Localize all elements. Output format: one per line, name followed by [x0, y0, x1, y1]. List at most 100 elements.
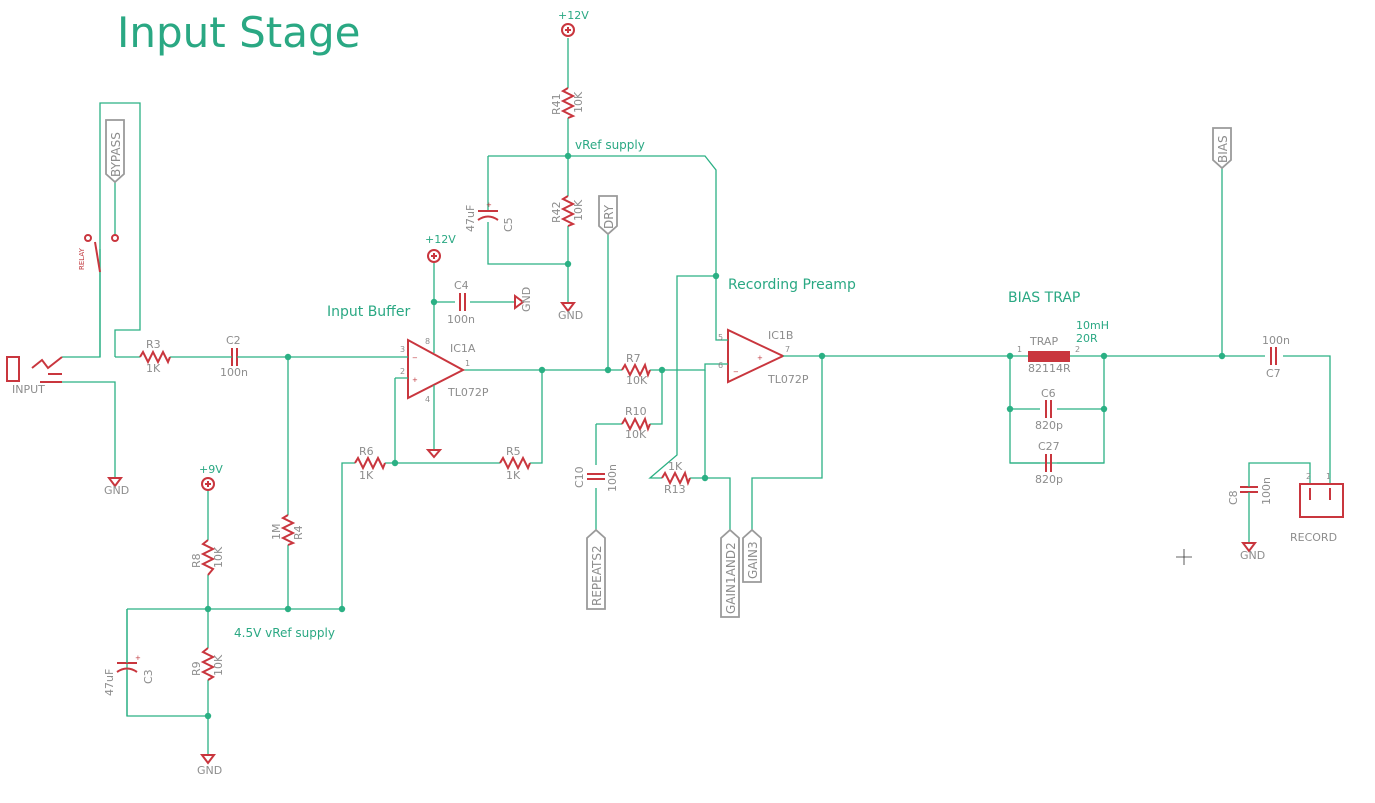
svg-text:+: +	[412, 376, 418, 384]
resistor-r5: R5 1K	[499, 445, 531, 482]
opamp-ic1b: + − 5 6 7 IC1B TL072P	[718, 328, 809, 386]
svg-text:820p: 820p	[1035, 473, 1063, 486]
gnd-ic1a	[425, 449, 443, 459]
resistor-r13: 1K R13	[661, 460, 691, 496]
svg-text:C3: C3	[142, 669, 155, 684]
svg-text:C2: C2	[226, 334, 241, 347]
svg-text:10K: 10K	[212, 546, 225, 568]
svg-text:6: 6	[718, 361, 723, 370]
svg-text:1: 1	[1017, 345, 1022, 354]
resistor-r4: 1M R4	[270, 514, 305, 546]
svg-text:10K: 10K	[572, 91, 585, 113]
svg-text:820p: 820p	[1035, 419, 1063, 432]
capacitor-c6: C6 820p	[1035, 387, 1063, 432]
resistor-r7: R7 10K	[621, 352, 651, 387]
svg-text:DRY: DRY	[602, 204, 616, 229]
svg-text:+12V: +12V	[425, 233, 456, 246]
label-vref-supply: vRef supply	[575, 138, 645, 152]
capacitor-c3: + 47uF C3	[103, 609, 155, 716]
svg-text:TL072P: TL072P	[447, 386, 489, 399]
svg-text:47uF: 47uF	[103, 669, 116, 696]
svg-text:GND: GND	[520, 287, 533, 312]
gnd-bottom: GND	[197, 754, 222, 777]
svg-text:1K: 1K	[146, 362, 161, 375]
port-dry: DRY	[598, 195, 618, 236]
svg-text:2: 2	[1306, 472, 1311, 481]
svg-text:R10: R10	[625, 405, 647, 418]
resistor-r9: R9 10K	[190, 647, 225, 681]
gnd-input: GND	[104, 477, 129, 497]
svg-text:R3: R3	[146, 338, 161, 351]
svg-text:100n: 100n	[1260, 477, 1273, 505]
wires	[62, 38, 1331, 755]
svg-text:R9: R9	[190, 661, 203, 676]
svg-text:IC1A: IC1A	[450, 342, 476, 355]
label-input-buffer: Input Buffer	[327, 304, 410, 320]
svg-text:C7: C7	[1266, 367, 1281, 380]
svg-text:IC1B: IC1B	[768, 329, 793, 342]
svg-text:+9V: +9V	[199, 463, 223, 476]
junctions	[204, 152, 1226, 720]
capacitor-c27: C27 820p	[1035, 440, 1063, 486]
opamp-ic1a: − + 3 2 8 4 1 IC1A TL072P	[395, 337, 489, 404]
svg-text:10K: 10K	[626, 374, 648, 387]
capacitor-c7: 100n C7	[1262, 334, 1290, 380]
svg-text:R13: R13	[664, 483, 686, 496]
svg-text:−: −	[733, 368, 739, 376]
svg-text:GND: GND	[104, 484, 129, 497]
label-recording-preamp: Recording Preamp	[728, 277, 856, 293]
svg-text:10K: 10K	[572, 199, 585, 221]
page-title: Input Stage	[117, 8, 360, 57]
svg-text:7: 7	[785, 345, 790, 354]
svg-text:BYPASS: BYPASS	[109, 132, 123, 177]
svg-text:GAIN3: GAIN3	[746, 541, 760, 579]
svg-text:TRAP: TRAP	[1029, 335, 1058, 348]
svg-text:5: 5	[718, 333, 723, 342]
svg-text:C27: C27	[1038, 440, 1060, 453]
svg-text:RECORD: RECORD	[1290, 531, 1337, 544]
svg-text:82114R: 82114R	[1028, 362, 1071, 375]
svg-text:GND: GND	[1240, 549, 1265, 562]
svg-text:47uF: 47uF	[464, 205, 477, 232]
svg-text:R7: R7	[626, 352, 641, 365]
capacitor-c4: C4 100n	[447, 279, 475, 326]
svg-text:+: +	[757, 354, 763, 362]
port-repeats2: REPEATS2	[586, 528, 606, 610]
svg-text:R4: R4	[292, 525, 305, 540]
port-gain3: GAIN3	[742, 528, 762, 583]
port-bypass: BYPASS	[105, 119, 125, 184]
svg-text:R5: R5	[506, 445, 521, 458]
svg-text:10K: 10K	[212, 654, 225, 676]
svg-text:C8: C8	[1227, 490, 1240, 505]
svg-text:8: 8	[425, 337, 430, 346]
capacitor-c10: C10 100n	[573, 464, 619, 492]
input-jack: INPUT	[6, 356, 63, 396]
input-label: INPUT	[12, 383, 45, 396]
svg-text:GAIN1AND2: GAIN1AND2	[724, 542, 738, 614]
svg-text:R42: R42	[550, 201, 563, 223]
resistor-r8: R8 10K	[190, 539, 225, 576]
svg-text:+12V: +12V	[558, 9, 589, 22]
gnd-c4: GND	[514, 287, 533, 312]
svg-text:BIAS: BIAS	[1216, 135, 1230, 163]
power-12v-mid: +12V	[425, 233, 456, 263]
label-vref-45: 4.5V vRef supply	[234, 626, 335, 640]
record-connector: 2 1 RECORD	[1290, 472, 1344, 544]
gnd-vref: GND	[558, 302, 583, 322]
svg-text:C4: C4	[454, 279, 469, 292]
svg-text:C5: C5	[502, 217, 515, 232]
bias-trap-inductor: 1 2 TRAP 82114R 10mH 20R	[1010, 319, 1109, 375]
svg-text:RELAY: RELAY	[78, 247, 86, 270]
port-gain1and2: GAIN1AND2	[720, 528, 740, 618]
resistor-r3: R3 1K	[139, 338, 171, 375]
svg-text:R6: R6	[359, 445, 374, 458]
svg-text:100n: 100n	[447, 313, 475, 326]
resistor-r41: R41 10K	[550, 87, 585, 119]
svg-text:GND: GND	[197, 764, 222, 777]
svg-text:R8: R8	[190, 553, 203, 568]
capacitor-c8: C8 100n	[1227, 477, 1273, 505]
svg-text:4: 4	[425, 395, 430, 404]
svg-text:GND: GND	[558, 309, 583, 322]
resistor-r6: R6 1K	[354, 445, 386, 482]
